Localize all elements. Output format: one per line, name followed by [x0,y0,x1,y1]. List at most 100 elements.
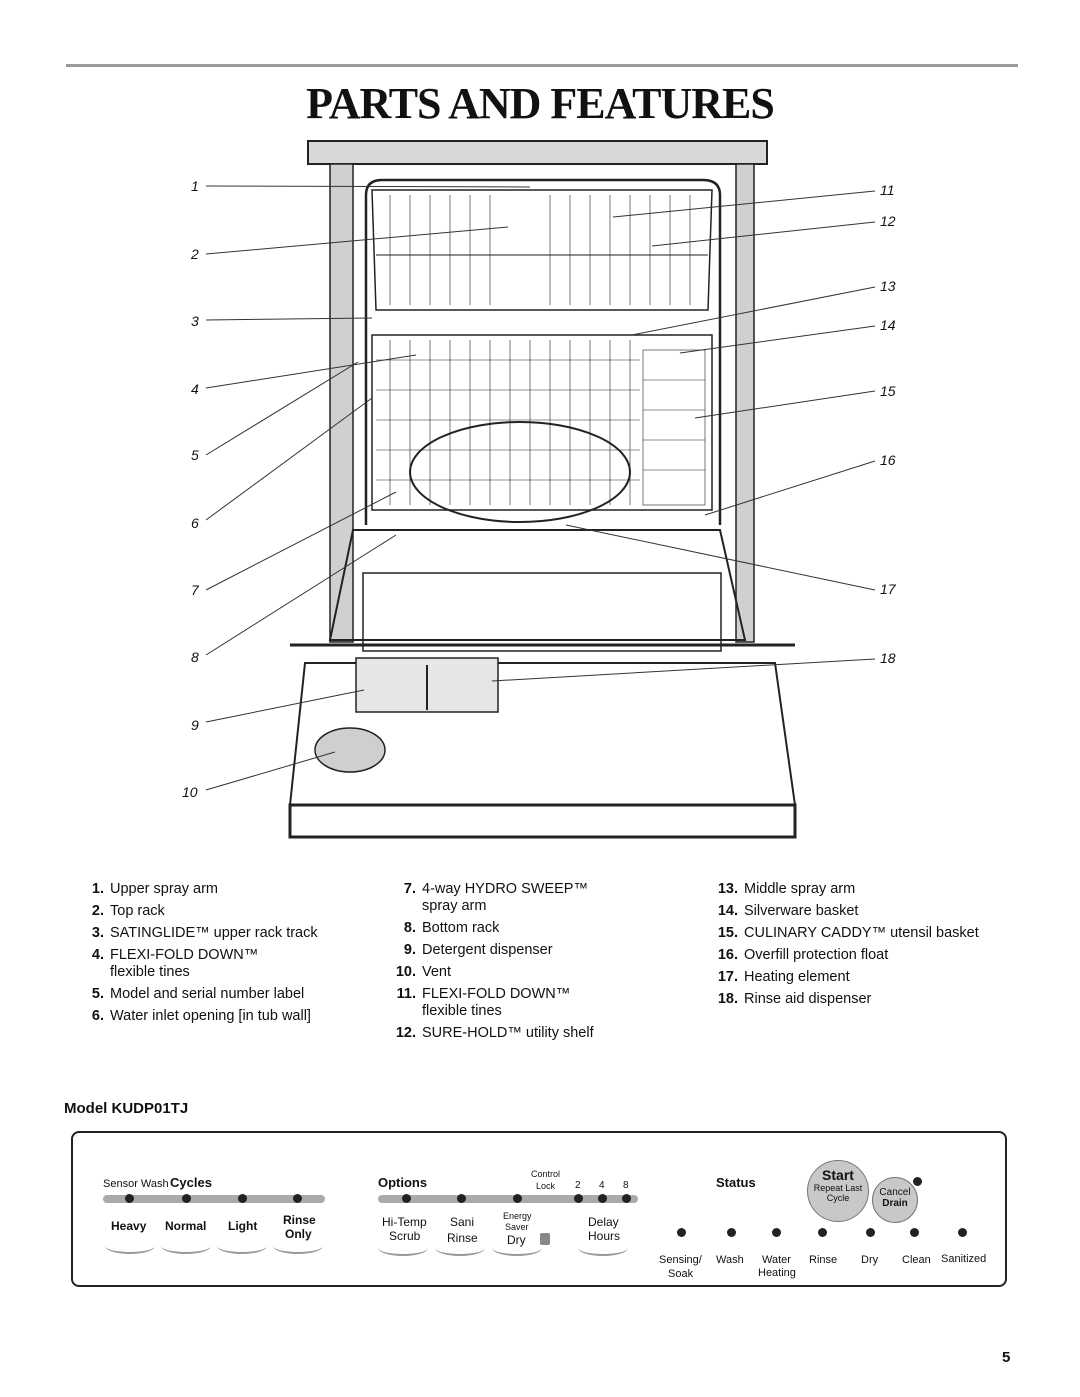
repeat-last-label: Repeat Last [813,1183,863,1193]
callout-10: 10 [182,784,198,800]
callout-1: 1 [191,178,199,194]
delay-2-led [574,1194,583,1203]
cycle-light-led [238,1194,247,1203]
delay-8-label: 8 [623,1180,629,1191]
status-rinse-led [818,1228,827,1237]
hitemp-button[interactable]: Hi-Temp [382,1215,427,1229]
status-water: Water [762,1254,791,1266]
heavy-arc [105,1238,155,1254]
cycle-rinse-led [293,1194,302,1203]
control-panel: Sensor Wash Cycles Heavy Normal Light Ri… [71,1131,1007,1287]
status-sanitized-led [958,1228,967,1237]
normal-arc [161,1238,211,1254]
callout-2: 2 [191,246,199,262]
status-heating: Heating [758,1267,796,1279]
parts-col-2: 7.4-way HYDRO SWEEP™ spray arm 8.Bottom … [388,881,648,1047]
hitemp-arc [378,1240,428,1256]
list-item: 4.FLEXI-FOLD DOWN™ flexible tines [91,947,259,980]
list-item: 11.FLEXI-FOLD DOWN™ flexible tines [396,986,571,1019]
page-number: 5 [1002,1349,1011,1366]
start-button[interactable]: Start Repeat Last Cycle [807,1160,869,1222]
status-clean: Clean [902,1254,931,1266]
status-label: Status [716,1175,756,1190]
options-label: Options [378,1175,428,1190]
model-label: Model KUDP01TJ [64,1100,189,1117]
cycle-light-button[interactable]: Light [228,1219,258,1233]
options-bar [378,1195,638,1203]
delay-arc [578,1240,628,1256]
delay-8-led [622,1194,631,1203]
list-item: 14.Silverware basket [717,903,859,919]
status-wash-led [727,1228,736,1237]
callout-13: 13 [880,278,896,294]
energy-button[interactable]: Energy [503,1211,532,1221]
list-item: 2.Top rack [91,903,165,919]
list-item: 17.Heating element [717,969,850,985]
parts-col-1: 1.Upper spray arm 2.Top rack 3.SATINGLID… [84,881,364,1030]
callout-4: 4 [191,381,199,397]
top-rule [66,64,1018,67]
drain-label: Drain [882,1198,908,1209]
cycle-normal-button[interactable]: Normal [165,1219,207,1233]
callout-11: 11 [880,182,895,198]
callout-12: 12 [880,213,896,229]
sani-led [457,1194,466,1203]
list-item: 9.Detergent dispenser [403,942,553,958]
status-soak: Soak [668,1268,694,1280]
start-label: Start [822,1167,854,1183]
delay-button[interactable]: Delay [588,1215,619,1229]
lock-label: Lock [536,1181,556,1191]
callout-14: 14 [880,317,896,333]
sani-button[interactable]: Sani [450,1215,475,1229]
list-item: 7.4-way HYDRO SWEEP™ spray arm [403,881,588,914]
dishwasher-diagram [205,140,876,839]
cycles-prefix: Sensor Wash [103,1178,169,1190]
cycle-rinse-button[interactable]: Rinse [283,1213,316,1227]
status-dry-led [866,1228,875,1237]
status-rinse: Rinse [809,1254,838,1266]
status-wash: Wash [716,1254,744,1266]
callout-8: 8 [191,649,199,665]
status-sanitized: Sanitized [941,1253,987,1265]
cycles-bar [103,1195,325,1203]
energy-led [513,1194,522,1203]
cycle-heavy-led [125,1194,134,1203]
list-item: 13.Middle spray arm [717,881,856,897]
list-item: 15.CULINARY CADDY™ utensil basket [717,925,979,941]
callout-16: 16 [880,452,896,468]
parts-col-3: 13.Middle spray arm 14.Silverware basket… [708,881,1028,1013]
status-water-led [772,1228,781,1237]
lock-icon [540,1233,550,1245]
list-item: 3.SATINGLIDE™ upper rack track [91,925,318,941]
saver-label: Saver [505,1222,529,1232]
status-dry: Dry [861,1254,879,1266]
cancel-drain-button[interactable]: Cancel Drain [872,1177,918,1223]
status-clean-led [910,1228,919,1237]
status-sensing: Sensing/ [659,1254,702,1266]
sani-arc [435,1240,485,1256]
cycle-label: Cycle [826,1193,850,1203]
cycle-heavy-button[interactable]: Heavy [111,1219,147,1233]
cancel-label: Cancel [879,1187,911,1198]
callout-7: 7 [191,582,199,598]
callout-17: 17 [880,581,896,597]
list-item: 12.SURE-HOLD™ utility shelf [395,1025,594,1041]
list-item: 6.Water inlet opening [in tub wall] [91,1008,311,1024]
list-item: 1.Upper spray arm [91,881,218,897]
list-item: 18.Rinse aid dispenser [717,991,872,1007]
list-item: 5.Model and serial number label [91,986,305,1002]
callout-15: 15 [880,383,896,399]
list-item: 16.Overfill protection float [717,947,889,963]
control-label: Control [531,1169,561,1179]
callout-6: 6 [191,515,199,531]
delay-4-label: 4 [599,1180,605,1191]
rinse-arc [273,1238,323,1254]
callout-5: 5 [191,447,199,463]
delay-4-led [598,1194,607,1203]
delay-2-label: 2 [575,1180,581,1191]
cycles-label: Cycles [170,1175,212,1190]
hitemp-led [402,1194,411,1203]
callout-9: 9 [191,717,199,733]
cycle-normal-led [182,1194,191,1203]
cancel-led [913,1177,922,1186]
